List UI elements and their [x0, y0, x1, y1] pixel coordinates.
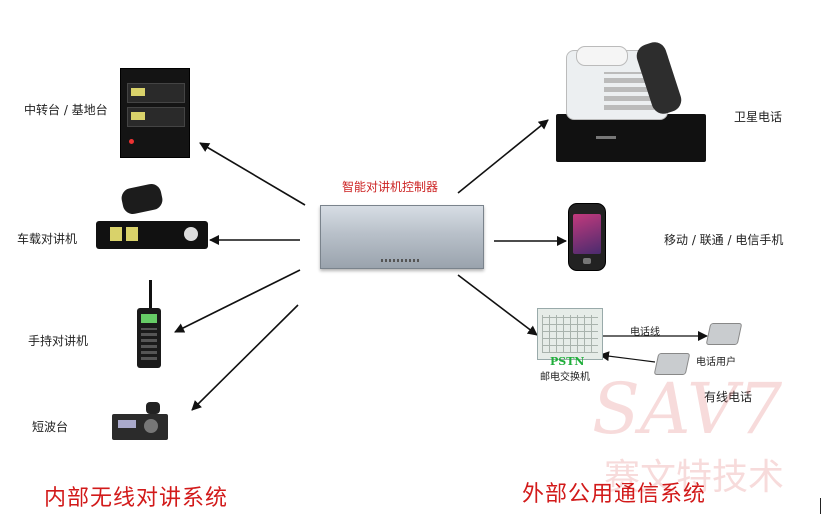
controller-vent — [381, 259, 421, 262]
handheld-radio-image — [135, 280, 163, 370]
vehicle-label: 车载对讲机 — [17, 232, 78, 246]
pstn-logo: PSTN — [550, 355, 585, 368]
satellite-phone-image — [556, 39, 708, 164]
watermark-cjk: 赛文特技术 — [604, 457, 785, 498]
desk-phone-top-image — [705, 323, 743, 345]
arrow-to-repeater — [199, 142, 306, 206]
satellite-label: 卫星电话 — [734, 110, 783, 124]
internal-system-title: 内部无线对讲系统 — [44, 486, 229, 511]
pstn-exchange-image — [537, 308, 603, 360]
controller-box — [320, 205, 484, 269]
mobile-phone-image — [568, 203, 606, 271]
shortwave-radio-image — [110, 400, 168, 440]
arrow-to-shortwave — [191, 304, 299, 411]
external-system-title: 外部公用通信系统 — [522, 482, 707, 507]
repeater-image — [120, 68, 190, 158]
shortwave-label: 短波台 — [32, 420, 69, 434]
arrow-to-handheld — [174, 269, 301, 333]
handheld-label: 手持对讲机 — [28, 334, 89, 348]
phone-line-arrow-left — [599, 351, 656, 363]
controller-label: 智能对讲机控制器 — [342, 180, 439, 194]
arrow-to-pstn — [457, 274, 538, 336]
repeater-label: 中转台 / 基地台 — [24, 103, 108, 117]
watermark-latin: SAV7 — [592, 368, 783, 450]
cursor-mark — [820, 498, 821, 514]
pstn-label: 邮电交换机 — [540, 372, 590, 383]
vehicle-radio-image — [88, 182, 212, 255]
phone-line-label: 电话线 — [630, 327, 660, 338]
arrow-to-satellite — [457, 119, 549, 194]
wired-phone-label: 有线电话 — [704, 390, 753, 404]
mobile-label: 移动 / 联通 / 电信手机 — [664, 233, 784, 247]
phone-user-label: 电话用户 — [696, 357, 736, 368]
